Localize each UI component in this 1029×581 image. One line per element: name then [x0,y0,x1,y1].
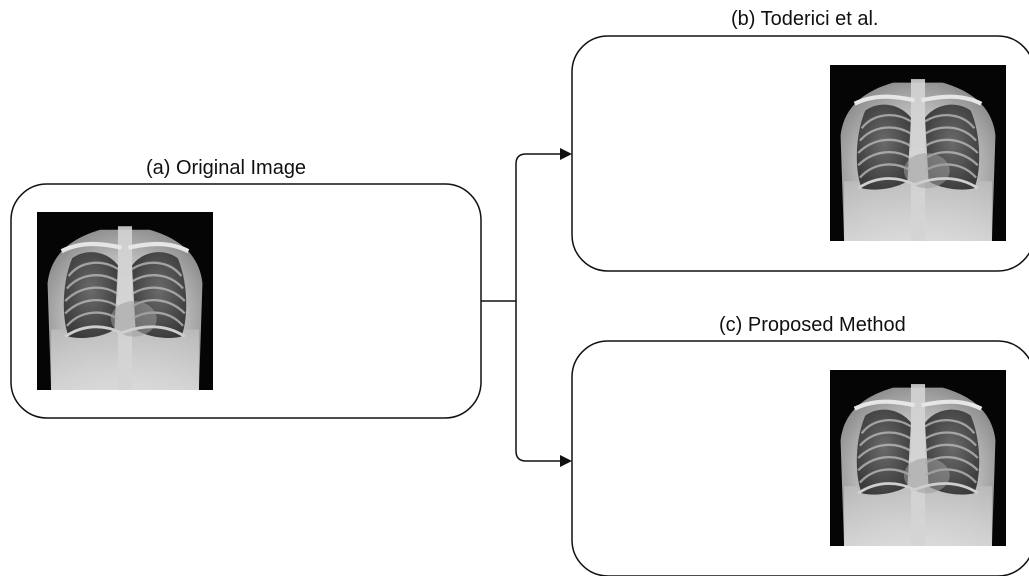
proposed-xray-image [830,370,1006,546]
original-tile [257,203,453,397]
original-tile [257,203,453,397]
original-tile [257,203,453,397]
panel-original-label: (a) Original Image [146,157,307,179]
original-tile [257,203,453,397]
arrowhead-to-toderici [560,148,572,160]
toderici-tile [596,54,794,248]
toderici-tile [596,54,794,248]
toderici-tile [596,54,794,248]
toderici-tile [596,54,794,248]
toderici-tile [596,54,794,248]
toderici-xray-image [830,65,1006,241]
proposed-tile [596,359,794,554]
original-tile [257,203,453,397]
original-tile [257,203,453,397]
panel-toderici-label: (b) Toderici et al. [731,8,879,30]
arrow-to-proposed [515,301,562,462]
original-tile [257,203,453,397]
proposed-tile [596,359,794,554]
connector-arrows [481,148,572,467]
proposed-tile-grid [596,359,794,554]
toderici-tile [596,54,794,248]
arrowhead-to-proposed [560,455,572,467]
toderici-tile [596,54,794,248]
panel-toderici-border [571,35,1029,272]
proposed-tile [596,359,794,554]
toderici-tile [596,54,794,248]
original-tile [257,203,453,397]
proposed-tile [596,359,794,554]
original-tile [257,203,453,397]
original-xray-image [37,212,213,390]
original-tile [257,203,453,397]
toderici-tile [596,54,794,248]
proposed-tile [596,359,794,554]
proposed-tile [596,359,794,554]
toderici-tile-grid [596,54,794,248]
toderici-tile [596,54,794,248]
original-tile [257,203,453,397]
proposed-tile [596,359,794,554]
proposed-tile [596,359,794,554]
original-tile-grid [257,203,453,397]
proposed-tile [596,359,794,554]
proposed-tile [596,359,794,554]
proposed-tile [596,359,794,554]
toderici-tile [596,54,794,248]
original-tile [257,203,453,397]
proposed-tile [596,359,794,554]
toderici-tile [596,54,794,248]
original-tile [257,203,453,397]
original-tile [257,203,453,397]
arrow-to-toderici [481,153,562,302]
proposed-tile [596,359,794,554]
toderici-tile [596,54,794,248]
proposed-tile [596,359,794,554]
panel-proposed-label: (c) Proposed Method [719,314,906,336]
toderici-tile [596,54,794,248]
proposed-tile [596,359,794,554]
toderici-tile [596,54,794,248]
toderici-tile [596,54,794,248]
original-tile [257,203,453,397]
proposed-tile [596,359,794,554]
original-tile [257,203,453,397]
